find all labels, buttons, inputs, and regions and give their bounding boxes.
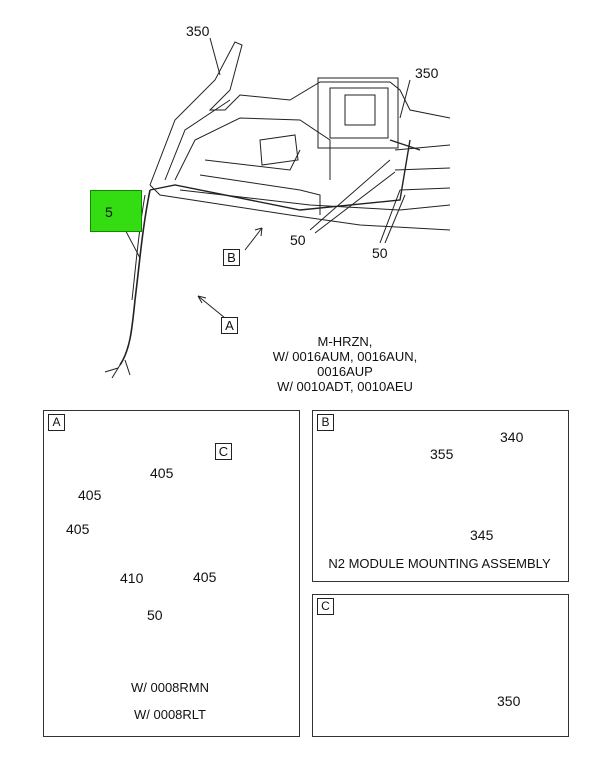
note-line-2: W/ 0016AUM, 0016AUN,	[272, 348, 418, 364]
callout-50-right: 50	[372, 245, 388, 261]
panel-b: B	[312, 410, 569, 582]
callout-350-top: 350	[186, 23, 210, 39]
panel-a-note-2: W/ 0008RLT	[133, 707, 206, 722]
note-line-4: W/ 0010ADT, 0010AEU	[277, 378, 413, 394]
panel-a-note-1: W/ 0008RMN	[130, 680, 210, 695]
callout-350-right: 350	[415, 65, 439, 81]
view-label-a: A	[221, 317, 238, 334]
callout-340: 340	[500, 429, 524, 445]
note-line-1: M-HRZN,	[317, 334, 373, 349]
callout-405-upper: 405	[78, 487, 102, 503]
callout-345: 345	[470, 527, 494, 543]
callout-key-5: 5	[90, 190, 142, 232]
callout-key-number: 5	[105, 204, 113, 220]
main-note: M-HRZN, W/ 0016AUM, 0016AUN, 0016AUP W/ …	[270, 334, 420, 395]
callout-350-c: 350	[497, 693, 521, 709]
panel-c: C	[312, 594, 569, 737]
view-label-b: B	[223, 249, 240, 266]
panel-c-letter: C	[317, 598, 334, 615]
panel-b-caption: N2 MODULE MOUNTING ASSEMBLY	[328, 556, 551, 571]
callout-355: 355	[430, 446, 454, 462]
panel-a: A	[43, 410, 300, 737]
callout-50: 50	[147, 607, 163, 623]
callout-405-right: 405	[193, 569, 217, 585]
panel-b-letter: B	[317, 414, 334, 431]
callout-50-left: 50	[290, 232, 306, 248]
callout-405-mid: 405	[150, 465, 174, 481]
callout-405-left: 405	[66, 521, 90, 537]
note-line-3: 0016AUP	[317, 363, 373, 379]
panel-a-letter: A	[48, 414, 65, 431]
callout-410: 410	[120, 570, 144, 586]
subview-label-c: C	[215, 443, 232, 460]
